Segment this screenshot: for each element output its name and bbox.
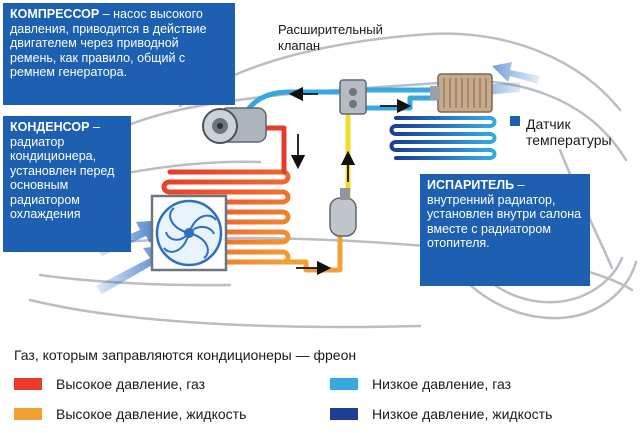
expansion-valve-label: Расширительный клапан xyxy=(278,22,383,53)
expansion-valve xyxy=(339,79,367,115)
legend-item-high-gas: Высокое давление, газ xyxy=(14,375,205,393)
legend-label: Высокое давление, жидкость xyxy=(56,406,247,422)
evaporator-text: внутренний радиатор, установлен внутри с… xyxy=(427,192,582,251)
legend-label: Низкое давление, газ xyxy=(372,376,512,392)
receiver-dryer xyxy=(329,188,357,237)
legend-item-low-liquid: Низкое давление, жидкость xyxy=(330,405,552,423)
condenser-title: КОНДЕНСОР xyxy=(10,120,90,134)
legend-item-low-gas: Низкое давление, газ xyxy=(330,375,511,393)
legend-label: Высокое давление, газ xyxy=(56,376,206,392)
evaporator-callout: ИСПАРИТЕЛЬ – внутренний радиатор, устано… xyxy=(420,174,590,286)
temperature-sensor-marker xyxy=(510,116,520,126)
compressor xyxy=(202,107,267,144)
legend-swatch xyxy=(14,378,42,390)
evaporator-coil xyxy=(389,116,497,160)
evaporator-unit xyxy=(430,73,493,113)
legend-swatch xyxy=(14,408,42,420)
evaporator-title: ИСПАРИТЕЛЬ xyxy=(427,178,515,192)
temperature-sensor-label: Датчик температуры xyxy=(526,116,612,148)
legend-label: Низкое давление, жидкость xyxy=(372,406,553,422)
legend-swatch xyxy=(330,378,358,390)
compressor-callout: КОМПРЕССОР – насос высокого давления, пр… xyxy=(3,3,235,105)
condenser-callout: КОНДЕНСОР – радиатор кондиционера, устан… xyxy=(3,116,131,252)
condenser-text: радиатор кондиционера, установлен перед … xyxy=(10,134,115,222)
compressor-text: насос высокого давления, приводится в де… xyxy=(10,7,207,79)
compressor-title: КОМПРЕССОР xyxy=(10,7,100,21)
legend-swatch xyxy=(330,408,358,420)
legend-title: Газ, которым заправляются кондиционеры —… xyxy=(14,347,357,363)
legend-item-high-liquid: Высокое давление, жидкость xyxy=(14,405,246,423)
condenser-fan xyxy=(150,194,228,272)
flow-direction-arrows xyxy=(288,86,412,276)
